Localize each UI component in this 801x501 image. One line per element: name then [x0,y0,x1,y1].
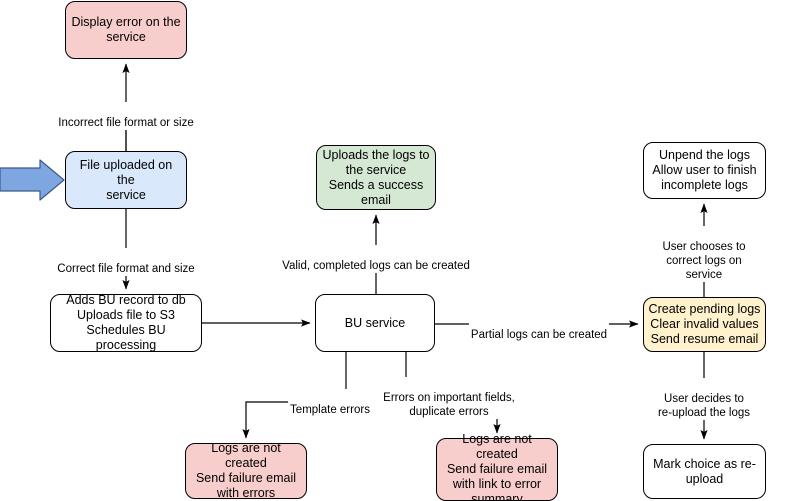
node-unpend-logs[interactable]: Unpend the logs Allow user to finish inc… [643,142,766,199]
edge-label-text: Partial logs can be created [470,329,608,341]
node-mark-choice[interactable]: Mark choice as re- upload [643,444,766,499]
node-logs-not-created-errors[interactable]: Logs are not created Send failure email … [436,432,558,501]
edge-label-valid-completed: Valid, completed logs can be created [280,245,472,273]
node-display-error[interactable]: Display error on the service [65,1,187,59]
edge-label-user-chooses-correct: User chooses to correct logs on service [655,226,753,282]
edge-label-template-errors: Template errors [288,389,372,417]
edge-label-text: User chooses to correct logs on service [662,241,746,281]
node-file-uploaded[interactable]: File uploaded on the service [65,151,187,209]
node-label: File uploaded on the service [79,157,173,202]
edge-label-text: Valid, completed logs can be created [282,260,470,272]
node-label: Create pending logs Clear invalid values… [648,302,761,346]
node-label: Logs are not created Send failure email … [446,432,548,501]
edge-label-partial-logs: Partial logs can be created [468,314,610,342]
edge-label-text: Correct file format and size [57,263,195,275]
node-bu-service[interactable]: BU service [315,294,435,352]
node-label: Display error on the service [71,15,181,44]
edge-label-errors-important-fields: Errors on important fields, duplicate er… [381,377,517,419]
node-label: Logs are not created Send failure email … [195,441,297,500]
edge-label-correct-format: Correct file format and size [55,248,197,276]
edge-label-user-decides-reupload: User decides to re-upload the logs [655,378,753,420]
node-label: Unpend the logs Allow user to finish inc… [652,148,757,192]
node-logs-not-created-template[interactable]: Logs are not created Send failure email … [185,441,307,500]
node-label: Uploads the logs to the service Sends a … [322,147,430,207]
node-adds-bu-record[interactable]: Adds BU record to db Uploads file to S3 … [50,293,202,352]
node-label: Mark choice as re- upload [653,456,756,486]
node-label: BU service [344,315,406,330]
node-uploads-logs[interactable]: Uploads the logs to the service Sends a … [316,145,436,210]
node-label: Adds BU record to db Uploads file to S3 … [66,293,186,352]
node-create-pending-logs[interactable]: Create pending logs Clear invalid values… [643,297,766,352]
edge-label-incorrect-format: Incorrect file format or size [56,102,196,130]
edge-label-text: Errors on important fields, duplicate er… [383,392,515,418]
external-input-arrow [0,159,65,201]
edge-label-text: Incorrect file format or size [58,117,194,129]
edge-label-text: User decides to re-upload the logs [657,393,751,419]
edge-label-text: Template errors [290,404,370,416]
